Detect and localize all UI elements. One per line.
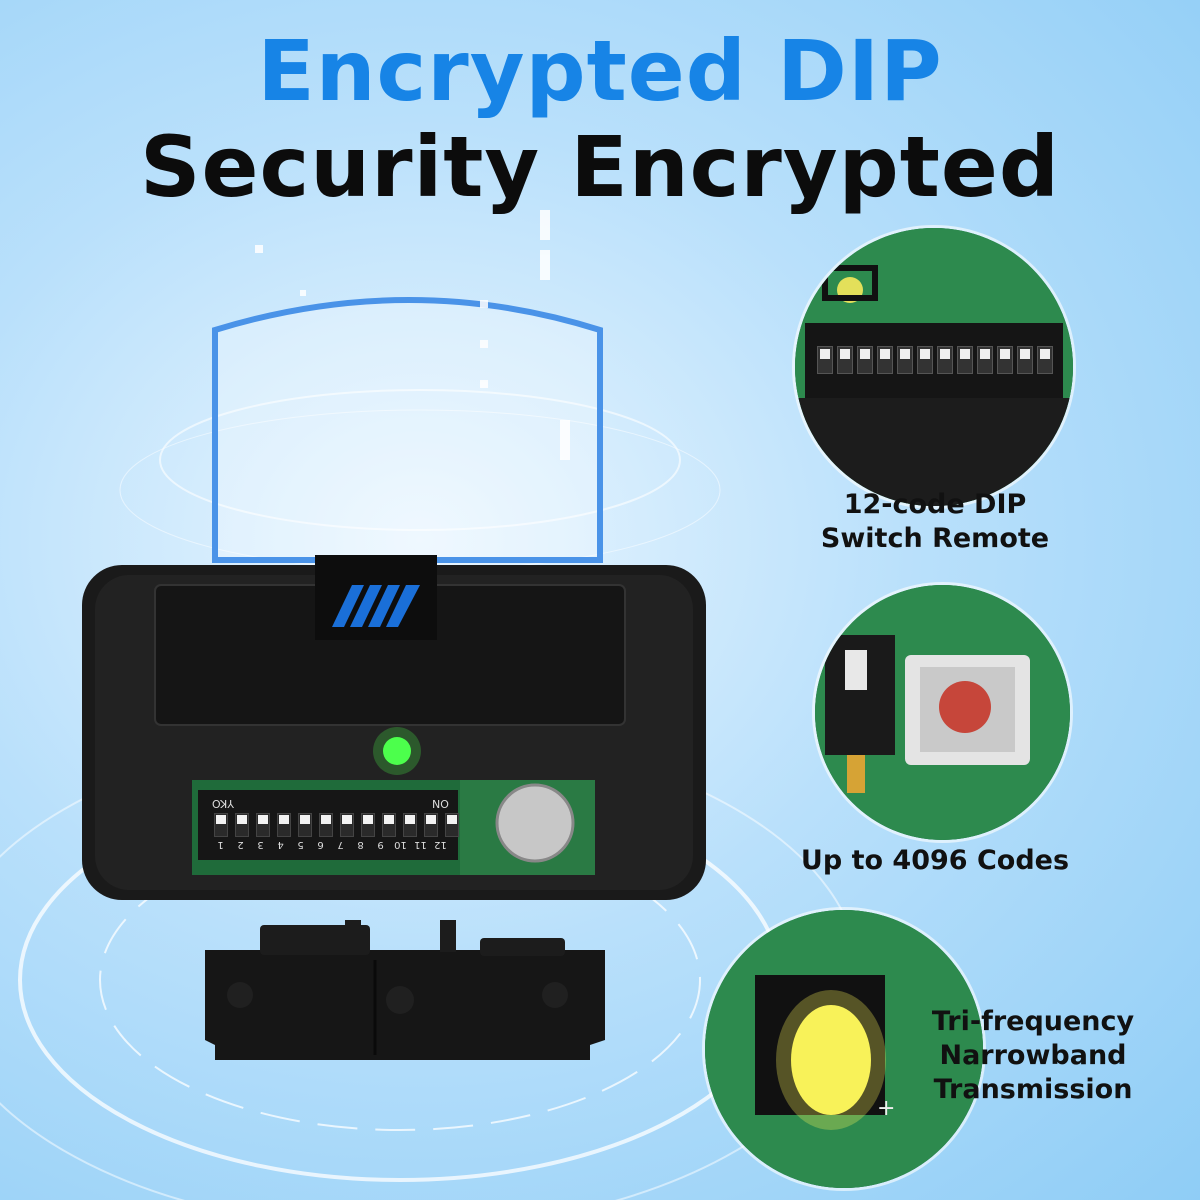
bubble-dip-toggle bbox=[1037, 346, 1053, 374]
dip-switch-toggle[interactable] bbox=[403, 813, 417, 837]
bubble-dip-toggle bbox=[817, 346, 833, 374]
dip-number-row: 12 11 10 9 8 7 6 5 4 3 2 1 bbox=[214, 839, 447, 850]
battery-cover bbox=[205, 920, 605, 1060]
dip-switch-toggle[interactable] bbox=[298, 813, 312, 837]
remote-body bbox=[82, 555, 706, 900]
bubble-dip-toggle bbox=[957, 346, 973, 374]
bubble-dip-toggle bbox=[857, 346, 873, 374]
remote-device: YKO ON 12 11 10 9 8 7 6 5 4 3 2 1 bbox=[80, 555, 710, 905]
feature-image-dip-switch bbox=[795, 228, 1073, 506]
dip-switch-block: YKO ON 12 11 10 9 8 7 6 5 4 3 2 1 bbox=[208, 795, 459, 857]
dip-switch-toggle[interactable] bbox=[256, 813, 270, 837]
dip-switch-toggle[interactable] bbox=[361, 813, 375, 837]
dip-number-label: 12 bbox=[434, 839, 447, 850]
dip-switch-toggle[interactable] bbox=[214, 813, 228, 837]
dip-switch-row bbox=[214, 813, 459, 837]
led-indicator bbox=[383, 737, 411, 765]
feature-image-push-button bbox=[815, 585, 1070, 840]
dip-switch-toggle[interactable] bbox=[445, 813, 459, 837]
dip-number-label: 11 bbox=[414, 839, 427, 850]
dip-number-label: 2 bbox=[237, 839, 244, 850]
dip-switch-toggle[interactable] bbox=[424, 813, 438, 837]
bubble-dip-toggle bbox=[997, 346, 1013, 374]
dip-switch-toggle[interactable] bbox=[382, 813, 396, 837]
dip-switch-toggle[interactable] bbox=[340, 813, 354, 837]
headline-secondary: Security Encrypted bbox=[140, 118, 1060, 216]
dip-number-label: 6 bbox=[317, 839, 324, 850]
headline-primary: Encrypted DIP bbox=[257, 22, 943, 120]
svg-text:+: + bbox=[877, 1096, 895, 1121]
bubble-dip-toggle bbox=[877, 346, 893, 374]
feature-image-led: + bbox=[705, 910, 983, 1188]
feature-caption-2: Up to 4096 Codes bbox=[800, 845, 1070, 876]
feature-caption-3: Tri-frequency Narrowband Transmission bbox=[931, 1006, 1135, 1105]
dip-number-label: 8 bbox=[357, 839, 364, 850]
dip-number-label: 1 bbox=[217, 839, 224, 850]
dip-number-label: 9 bbox=[377, 839, 384, 850]
dip-number-label: 7 bbox=[337, 839, 344, 850]
bubble-dip-toggle bbox=[937, 346, 953, 374]
dip-switch-toggle[interactable] bbox=[235, 813, 249, 837]
bubble-dip-row bbox=[817, 346, 1053, 374]
dip-switch-toggle[interactable] bbox=[277, 813, 291, 837]
dip-number-label: 3 bbox=[257, 839, 264, 850]
dip-number-label: 10 bbox=[394, 839, 407, 850]
bubble-dip-toggle bbox=[1017, 346, 1033, 374]
bubble-dip-toggle bbox=[977, 346, 993, 374]
dip-on-label: ON bbox=[432, 797, 449, 810]
feature-caption-1: 12-code DIP Switch Remote bbox=[820, 489, 1050, 554]
bubble-dip-toggle bbox=[837, 346, 853, 374]
dip-number-label: 4 bbox=[277, 839, 284, 850]
dip-switch-toggle[interactable] bbox=[319, 813, 333, 837]
dip-brand-label: YKO bbox=[212, 797, 234, 810]
dip-number-label: 5 bbox=[297, 839, 304, 850]
bubble-dip-toggle bbox=[897, 346, 913, 374]
bubble-dip-toggle bbox=[917, 346, 933, 374]
